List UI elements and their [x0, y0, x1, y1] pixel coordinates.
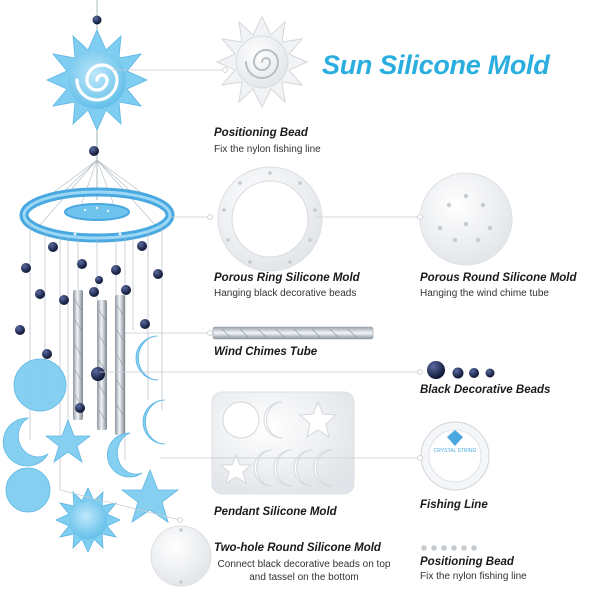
sun-mold-image — [215, 15, 309, 109]
black-bead-icon — [92, 15, 102, 25]
round-mold-image — [419, 172, 513, 266]
positioning-bead-top-label: Positioning Bead — [214, 127, 308, 139]
sun-pendant-icon — [46, 29, 148, 131]
positioning-bead-bottom-desc: Fix the nylon fishing line — [420, 571, 527, 582]
positioning-bead-bottom-label: Positioning Bead — [420, 556, 514, 568]
pendant-mold-image — [211, 391, 355, 495]
wind-chime — [2, 0, 180, 553]
fishing-line-spool-image — [420, 421, 490, 491]
ring-mold-image — [217, 166, 323, 272]
porous-round-mold-label: Porous Round Silicone Mold — [420, 272, 577, 284]
black-beads-image — [427, 361, 495, 379]
pendant-mold-label: Pendant Silicone Mold — [214, 506, 337, 518]
fishing-line-label: Fishing Line — [420, 499, 488, 511]
porous-ring-mold-desc: Hanging black decorative beads — [214, 288, 357, 299]
two-hole-mold-label: Two-hole Round Silicone Mold — [214, 542, 381, 554]
connector-lines — [59, 67, 423, 523]
porous-ring-mold-label: Porous Ring Silicone Mold — [214, 272, 360, 284]
wind-chime-tube-image — [212, 326, 374, 340]
sun-pendant-bottom-icon — [55, 487, 121, 553]
positioning-beads-image — [421, 545, 477, 551]
porous-round-mold-desc: Hanging the wind chime tube — [420, 288, 549, 299]
page-title: Sun Silicone Mold — [322, 50, 550, 80]
black-beads-label: Black Decorative Beads — [420, 384, 551, 396]
wind-chimes-tube-label: Wind Chimes Tube — [214, 346, 318, 358]
two-hole-round-mold-image — [150, 525, 212, 587]
positioning-bead-top-desc: Fix the nylon fishing line — [214, 144, 321, 155]
spool-label: CRYSTAL STRING — [434, 448, 477, 454]
chime-tube-icon — [73, 290, 83, 420]
two-hole-mold-desc: Connect black decorative beads on top an… — [217, 559, 391, 583]
